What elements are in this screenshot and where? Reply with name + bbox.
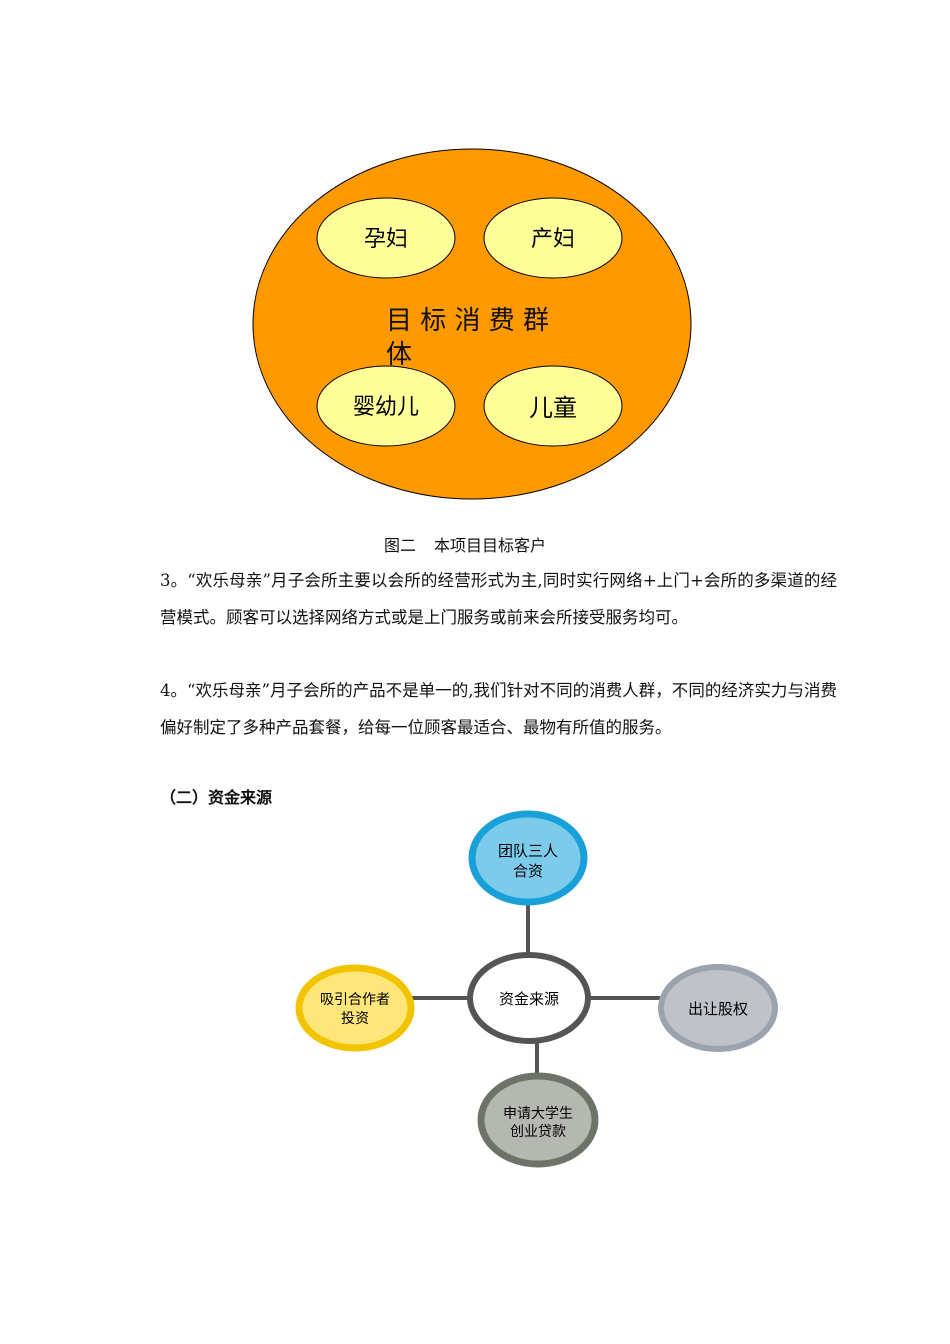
group-item-child: 儿童 [483,365,623,447]
paragraph-product-packages: 4。“欢乐母亲”月子会所的产品不是单一的,我们针对不同的消费人群，不同的经济实力… [160,681,837,737]
caption-figure-number: 图二 [383,536,416,555]
node-funding-center: 资金来源 [467,952,591,1044]
node-funding-center-label: 资金来源 [499,990,559,1008]
group-label-postpartum: 产妇 [531,227,575,252]
node-partner-investment-line1: 吸引合作者 [320,992,390,1008]
section-heading-funding: （二）资金来源 [160,788,273,807]
node-team-investment-line1: 团队三人 [498,842,558,860]
node-team-investment: 团队三人 合资 [468,810,588,906]
node-partner-investment-line2: 投资 [341,1011,369,1027]
group-item-pregnant: 孕妇 [316,197,456,279]
paragraph-business-model: 3。“欢乐母亲”月子会所主要以会所的经营形式为主,同时实行网络+上门+会所的多渠… [160,571,837,627]
node-student-loan-line1: 申请大学生 [503,1106,573,1122]
figure-caption: 图二本项目目标客户 [0,532,930,556]
node-equity-transfer-label: 出让股权 [688,1000,748,1018]
group-label-infant: 婴幼儿 [353,395,419,420]
target-group-diagram: 孕妇 产妇 目 标 消 费 群 体 婴幼儿 儿童 [252,148,692,500]
node-student-loan-line2: 创业贷款 [510,1124,566,1140]
center-label-line2: 体 [386,340,412,370]
node-equity-transfer: 出让股权 [658,964,778,1052]
node-student-loan: 申请大学生 创业贷款 [477,1072,599,1168]
caption-title: 本项目目标客户 [434,536,547,555]
group-label-pregnant: 孕妇 [364,227,408,252]
funding-sources-diagram: 团队三人 合资 资金来源 出让股权 申请大学生 创业贷款 吸引合作者 投资 [295,810,778,1168]
group-item-infant: 婴幼儿 [316,365,456,447]
node-partner-investment: 吸引合作者 投资 [295,964,415,1052]
group-item-postpartum: 产妇 [483,197,623,279]
group-label-child: 儿童 [529,394,577,422]
node-team-investment-line2: 合资 [513,862,543,880]
center-label-line1: 目 标 消 费 群 [386,306,549,336]
